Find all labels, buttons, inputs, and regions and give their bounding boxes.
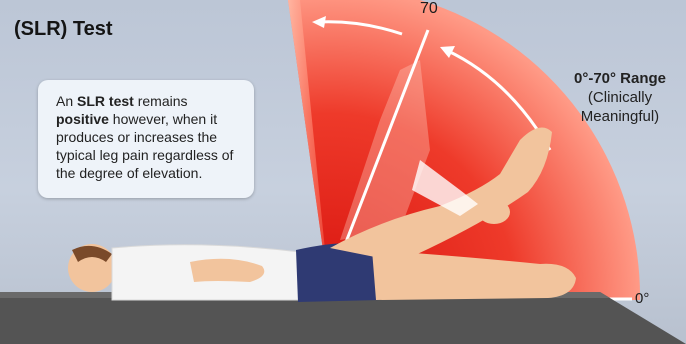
range-title: 0°-70° Range (560, 69, 680, 88)
info-box: An SLR test remains positive however, wh… (38, 80, 254, 198)
positive-strong: positive (56, 111, 109, 127)
page-title: (SLR) Test (14, 18, 113, 41)
zero-degree-label: 0° (635, 290, 649, 307)
range-label: 0°-70° Range (Clinically Meaningful) (560, 69, 680, 126)
top-angle-label: 70 (420, 0, 438, 18)
slr-test-strong: SLR test (77, 93, 134, 109)
range-line2: Meaningful) (581, 108, 659, 125)
examiner-hand (478, 200, 510, 224)
range-line1: (Clinically (588, 89, 652, 106)
